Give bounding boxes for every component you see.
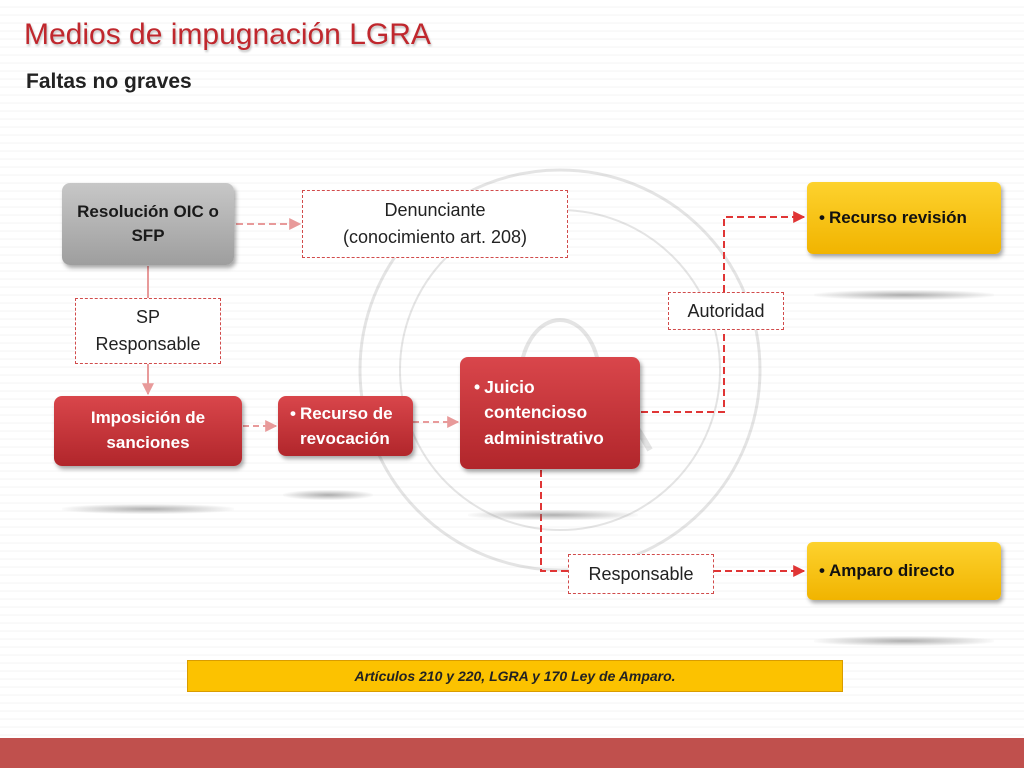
- shadow-bar: [62, 504, 234, 514]
- node-label: Juicio contencioso administrativo: [484, 377, 604, 448]
- node-label-line2: (conocimiento art. 208): [342, 227, 528, 247]
- node-label-line1: SP: [135, 307, 160, 327]
- arrow-autoridad-revision: [723, 211, 806, 292]
- node-label: Recurso revisión: [828, 208, 967, 227]
- bottom-bar: [0, 738, 1024, 768]
- shadow-bar: [814, 636, 994, 646]
- footer-note: Artículos 210 y 220, LGRA y 170 Ley de A…: [187, 660, 843, 692]
- shadow-bar: [468, 510, 638, 520]
- node-label: Imposición de sanciones: [90, 408, 206, 452]
- node-label-line1: Denunciante: [384, 200, 486, 220]
- node-label: Recurso de revocación: [299, 404, 393, 448]
- shadow-bar: [283, 490, 373, 500]
- shadow-bar: [814, 290, 994, 300]
- bullet-item: • Amparo directo: [819, 561, 955, 581]
- node-sp-responsable: SP Responsable: [75, 298, 221, 364]
- bullet-item: • Juicio contencioso administrativo: [474, 375, 628, 451]
- bullet-glyph: •: [474, 377, 481, 397]
- node-responsable: Responsable: [568, 554, 714, 594]
- bullet-item: • Recurso de revocación: [290, 402, 403, 451]
- path-juicio-responsable: [540, 470, 568, 572]
- node-recurso-revision: • Recurso revisión: [807, 182, 1001, 254]
- slide-title: Medios de impugnación LGRA: [24, 18, 431, 51]
- node-resolucion-oic-sfp: Resolución OIC o SFP: [62, 183, 234, 265]
- path-juicio-autoridad: [641, 330, 725, 413]
- node-label-line2: Responsable: [95, 334, 201, 354]
- node-autoridad: Autoridad: [668, 292, 784, 330]
- node-juicio-contencioso: • Juicio contencioso administrativo: [460, 357, 640, 469]
- slide-subtitle: Faltas no graves: [26, 70, 192, 93]
- node-label: Resolución OIC o SFP: [77, 202, 219, 245]
- node-amparo-directo: • Amparo directo: [807, 542, 1001, 600]
- node-recurso-revocacion: • Recurso de revocación: [278, 396, 413, 456]
- bullet-glyph: •: [819, 561, 825, 580]
- node-label: Amparo directo: [828, 561, 955, 580]
- bullet-glyph: •: [290, 404, 296, 423]
- node-label: Autoridad: [687, 300, 765, 321]
- node-label: Responsable: [588, 563, 694, 584]
- node-denunciante: Denunciante (conocimiento art. 208): [302, 190, 568, 258]
- bullet-item: • Recurso revisión: [819, 208, 967, 228]
- bullet-glyph: •: [819, 208, 825, 227]
- node-imposicion-sanciones: Imposición de sanciones: [54, 396, 242, 466]
